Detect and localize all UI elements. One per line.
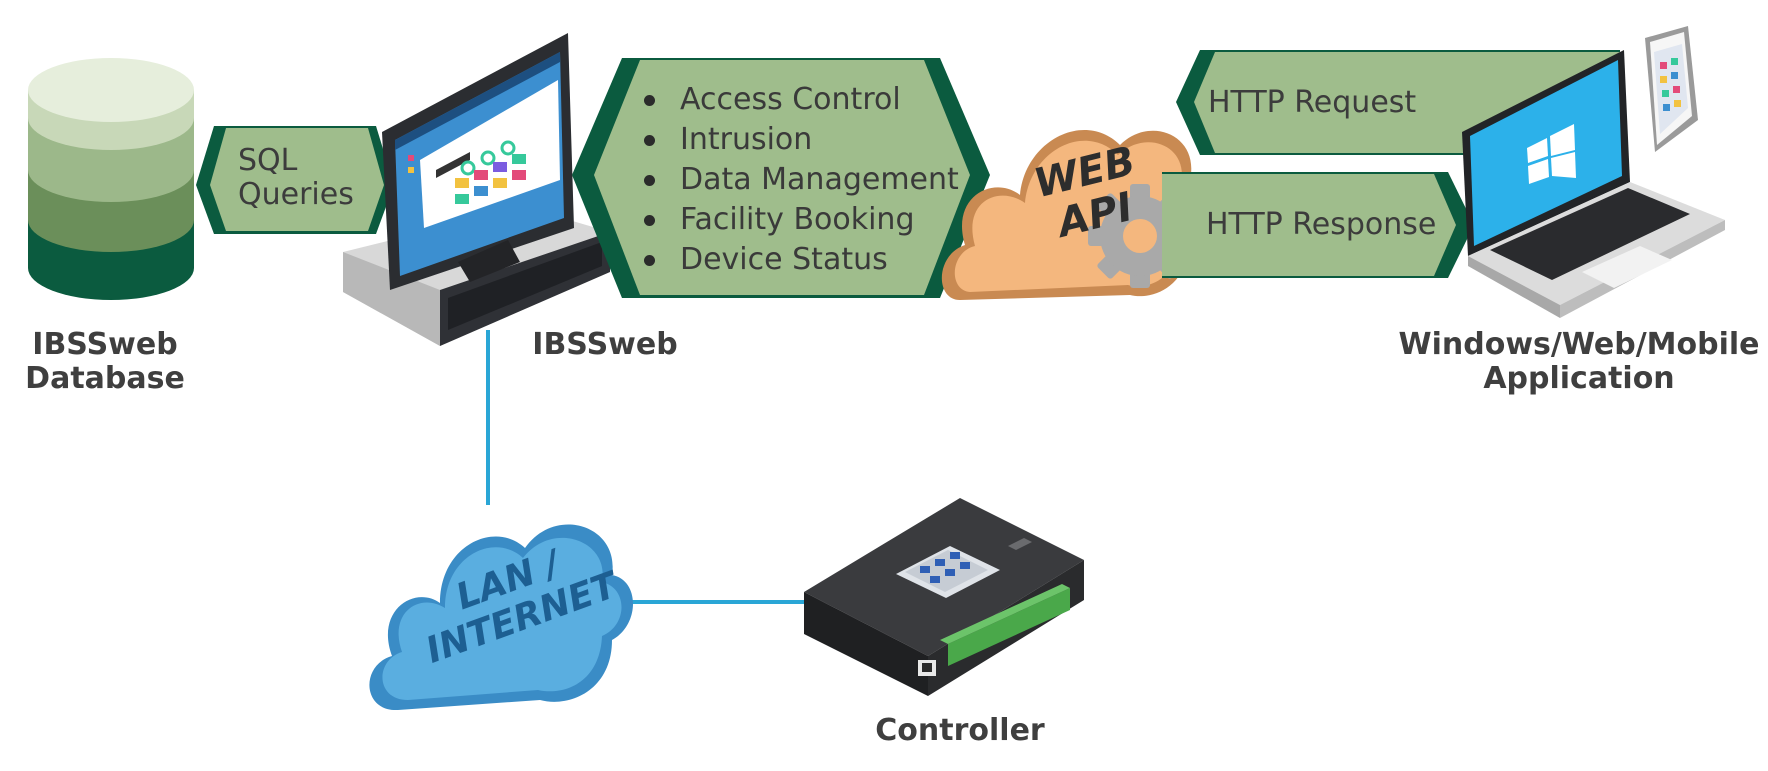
database-label-line2: Database (25, 361, 185, 396)
feature-item: Device Status (640, 240, 959, 280)
phone-icon (1645, 26, 1698, 152)
feature-list: Access Control Intrusion Data Management… (640, 80, 959, 280)
database-label: IBSSweb Database (0, 328, 210, 396)
sql-queries-line1: SQL (238, 143, 298, 178)
bullet-icon (644, 255, 655, 266)
feature-item: Intrusion (640, 120, 959, 160)
database-icon (28, 58, 194, 300)
application-label-line1: Windows/Web/Mobile (1398, 327, 1760, 362)
feature-item: Data Management (640, 160, 959, 200)
sql-queries-arrow (196, 126, 394, 234)
laptop-icon (1462, 50, 1725, 318)
lan-internet-cloud-icon (369, 524, 633, 711)
server-label: IBSSweb (532, 327, 678, 362)
sql-queries-line2: Queries (238, 177, 354, 212)
server-icon (343, 33, 610, 346)
feature-item: Access Control (640, 80, 959, 120)
features-arrow (572, 58, 990, 298)
bullet-icon (644, 215, 655, 226)
bullet-icon (644, 135, 655, 146)
feature-item: Facility Booking (640, 200, 959, 240)
http-response-arrow (1162, 172, 1474, 278)
application-label: Windows/Web/Mobile Application (1390, 328, 1768, 396)
controller-label: Controller (875, 713, 1045, 748)
http-response-label: HTTP Response (1206, 207, 1437, 242)
sql-queries-label: SQL Queries (238, 144, 354, 212)
bullet-icon (644, 175, 655, 186)
database-label-line1: IBSSweb (32, 327, 178, 362)
controller-icon (804, 498, 1084, 696)
gear-icon (1088, 184, 1192, 288)
windows-logo-icon (1527, 124, 1576, 184)
bullet-icon (644, 95, 655, 106)
http-request-label: HTTP Request (1208, 85, 1417, 120)
application-label-line2: Application (1483, 361, 1675, 396)
